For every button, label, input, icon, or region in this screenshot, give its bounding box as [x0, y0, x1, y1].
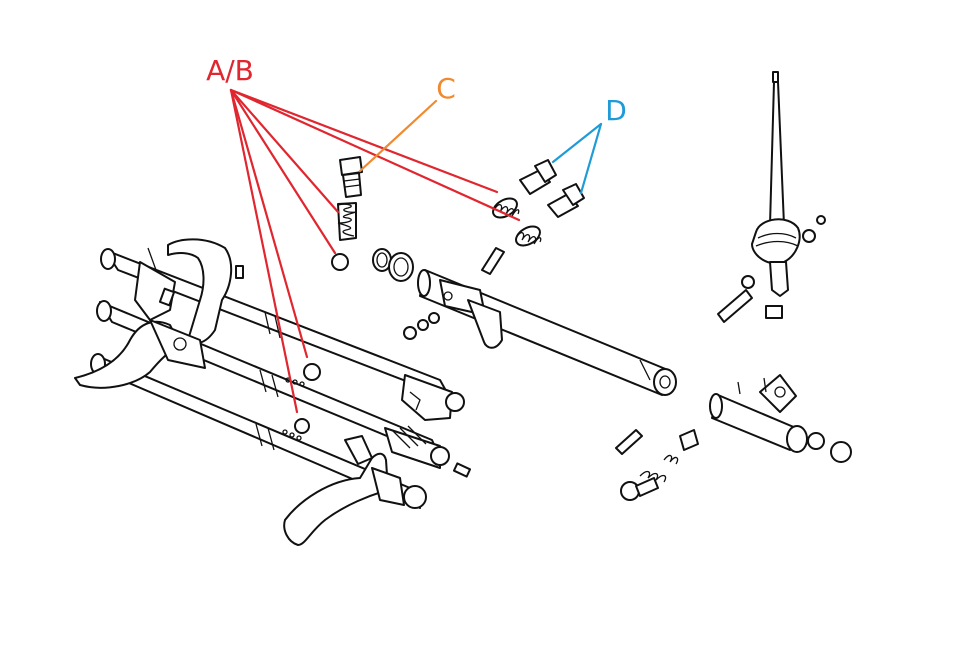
leader-line-ab-2 — [229, 88, 309, 359]
shift-rail-assembly — [74, 238, 472, 546]
callout-label-ab: A/B — [206, 54, 254, 87]
plug-bolt-upper — [519, 159, 557, 195]
detent-bolt — [339, 156, 363, 198]
detent-ball-center — [331, 253, 349, 271]
leader-line-c-0 — [358, 99, 438, 173]
plug-bolt-lower — [547, 183, 585, 218]
leader-line-d-1 — [579, 122, 603, 195]
leader-line-ab-0 — [229, 88, 337, 255]
leader-line-ab-3 — [229, 88, 299, 414]
leader-line-d-0 — [551, 122, 603, 164]
shift-fork-middle — [74, 319, 206, 389]
interlock-pin — [452, 462, 472, 478]
callout-d: D — [551, 94, 627, 195]
callout-layer: A/B C D — [206, 54, 627, 414]
shift-housing — [709, 374, 852, 463]
shift-rail-lower — [90, 353, 427, 509]
small-nuts — [403, 312, 440, 340]
detent-spring-center — [337, 202, 357, 241]
leader-line-ab-5 — [229, 88, 521, 222]
guide-pin — [481, 247, 505, 275]
detent-spring-right-lower — [515, 225, 542, 247]
shift-rail-upper — [100, 248, 465, 421]
detent-ball-lower — [294, 418, 310, 434]
shift-lever-assembly — [717, 71, 826, 323]
callout-label-c: C — [436, 72, 456, 105]
detent-ball-upper — [303, 363, 321, 381]
callout-ab: A/B — [206, 54, 521, 414]
bottom-plug-parts — [615, 429, 699, 501]
leader-line-ab-1 — [229, 88, 340, 214]
callout-label-d: D — [605, 94, 627, 127]
leader-line-ab-4 — [229, 88, 499, 194]
selector-shaft — [372, 248, 677, 396]
shift-fork-lower — [147, 247, 405, 546]
callout-c: C — [358, 72, 456, 173]
